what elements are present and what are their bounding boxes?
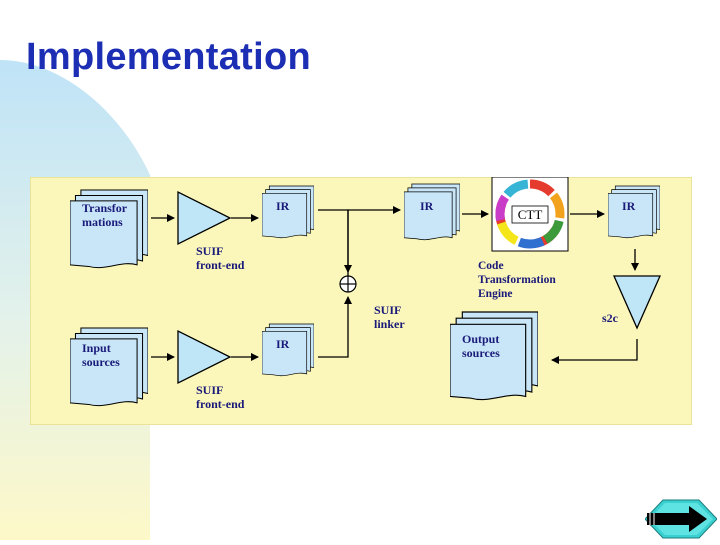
- ir-label-1: IR: [276, 199, 290, 213]
- suif-linker-label: SUIF linker: [374, 303, 405, 331]
- ctt-label: CTT: [517, 207, 543, 222]
- ir-label-4: IR: [622, 199, 636, 213]
- next-slide-button[interactable]: [644, 498, 718, 540]
- ctt-cycle: [491, 177, 569, 252]
- ir-label-3: IR: [420, 199, 434, 213]
- s2c-label: s2c: [602, 311, 618, 325]
- s2c-triangle: [613, 275, 661, 330]
- suif-frontend-triangle-top: [177, 190, 232, 246]
- ir-label-2: IR: [276, 337, 290, 351]
- next-arrow-icon: [644, 499, 718, 539]
- output-sources-label: Output sources: [462, 332, 500, 360]
- input-sources-label: Input sources: [82, 341, 120, 369]
- suif-frontend-top-label: SUIF front-end: [196, 244, 245, 272]
- suif-frontend-triangle-bottom: [177, 329, 232, 385]
- arrow-s2c-to-output: [551, 339, 638, 364]
- linker-junction: [339, 275, 357, 293]
- ctt-caption: Code Transformation Engine: [478, 260, 556, 300]
- transformations-label: Transfor mations: [82, 201, 128, 229]
- slide-title: Implementation: [26, 36, 312, 78]
- implementation-diagram: Transfor mations Input sources IR IR IR …: [30, 177, 692, 425]
- suif-frontend-bottom-label: SUIF front-end: [196, 383, 245, 411]
- arrow-junction-to-ir: [347, 206, 401, 276]
- arrow-ir-bottom-to-junction: [318, 296, 352, 358]
